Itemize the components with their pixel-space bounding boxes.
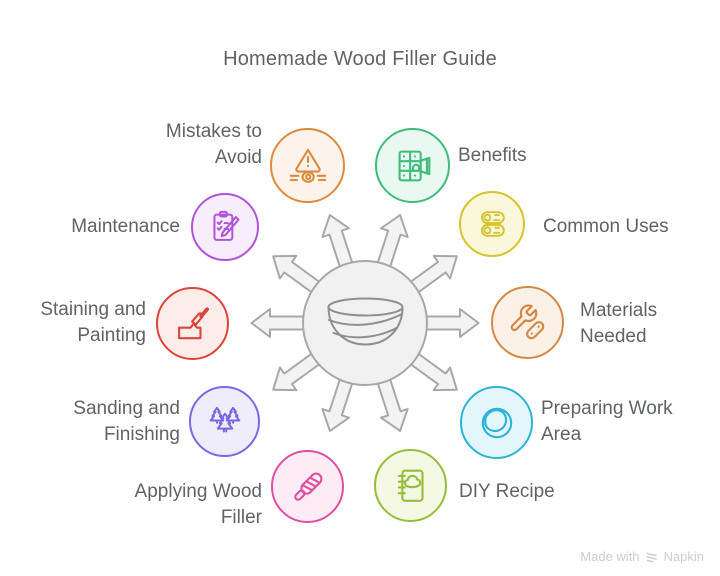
wood-logs-icon — [480, 211, 505, 237]
napkin-watermark[interactable]: Made with Napkin — [580, 549, 704, 564]
diagram-title: Homemade Wood Filler Guide — [223, 48, 497, 70]
watermark-prefix: Made with — [580, 549, 640, 564]
topic-node-diy-recipe — [374, 449, 447, 522]
topic-node-maintenance — [191, 193, 259, 261]
pine-trees-icon — [209, 406, 240, 433]
topic-label-sanding-and-finishing: Sanding and Finishing — [73, 398, 180, 445]
filler-tool-icon — [293, 472, 322, 501]
topic-node-preparing-work-area — [460, 386, 533, 459]
topic-node-benefits — [375, 128, 450, 203]
mixing-bowl-icon — [327, 297, 404, 346]
topic-label-preparing-work-area: Preparing Work Area — [541, 398, 673, 445]
recipe-book-icon — [397, 469, 424, 502]
topic-node-staining-and-painting — [156, 287, 229, 360]
topic-node-mistakes-to-avoid — [270, 128, 345, 203]
hub-circle — [302, 260, 428, 386]
topic-label-staining-and-painting: Staining and Painting — [40, 299, 146, 346]
topic-label-common-uses: Common Uses — [543, 216, 669, 237]
topic-label-materials-needed: Materials Needed — [580, 300, 658, 347]
center-hub — [250, 214, 480, 432]
work-area-icon — [481, 407, 512, 438]
topic-label-benefits: Benefits — [458, 145, 527, 166]
clipboard-icon — [213, 210, 240, 241]
watermark-brand: Napkin — [663, 549, 704, 564]
topic-node-materials-needed — [491, 286, 564, 359]
napkin-logo-icon — [646, 552, 657, 562]
topic-node-common-uses — [459, 191, 525, 257]
topic-node-sanding-and-finishing — [189, 386, 260, 457]
topic-label-maintenance: Maintenance — [71, 216, 180, 237]
cabinet-icon — [398, 150, 430, 181]
paint-brush-icon — [177, 306, 209, 339]
warning-spill-icon — [289, 148, 326, 183]
tools-icon — [510, 303, 544, 339]
topic-label-applying-wood-filler: Applying Wood Filler — [134, 481, 262, 528]
topic-label-diy-recipe: DIY Recipe — [459, 481, 555, 502]
topic-node-applying-wood-filler — [271, 450, 344, 523]
topic-label-mistakes-to-avoid: Mistakes to Avoid — [165, 121, 262, 168]
